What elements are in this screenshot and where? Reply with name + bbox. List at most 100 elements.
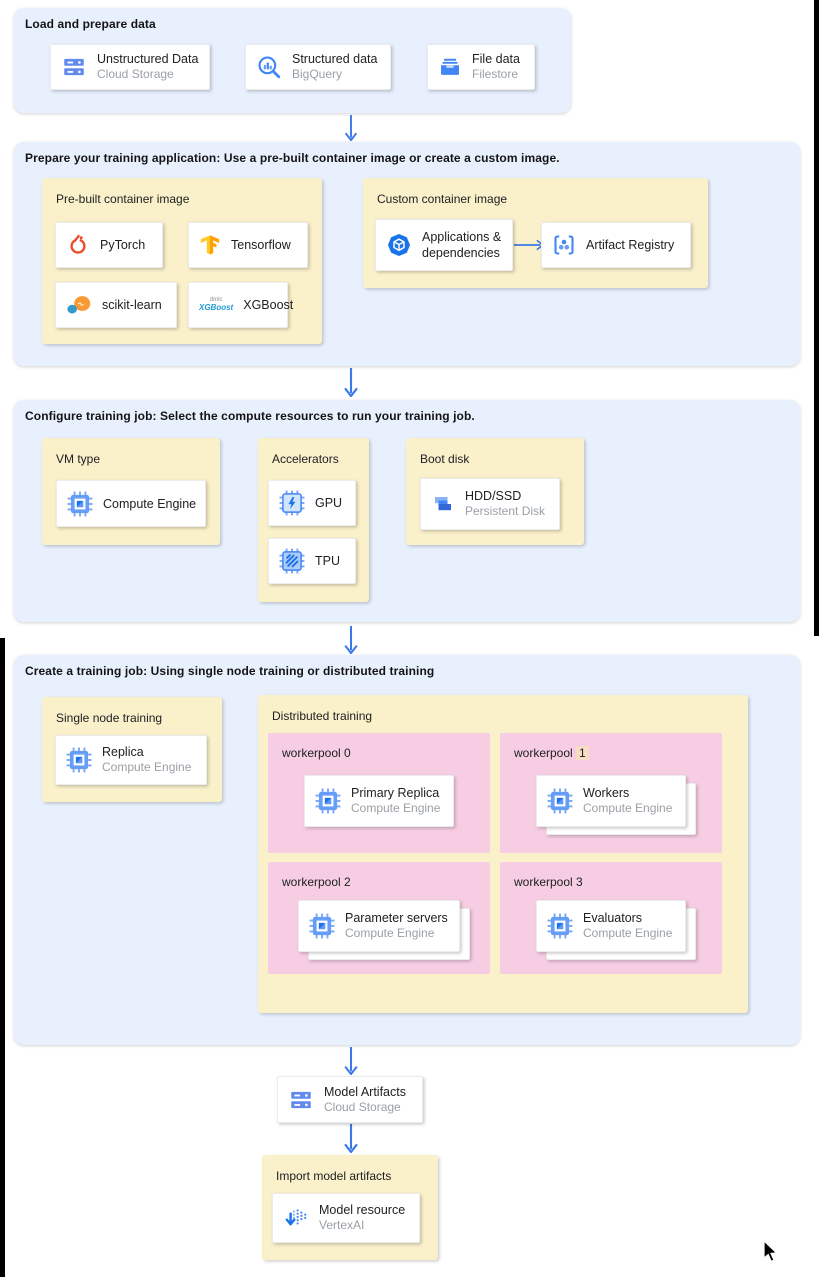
- workerpool-1-label-prefix: workerpool: [514, 746, 573, 760]
- compute-engine-icon: [547, 788, 573, 814]
- compute-engine-icon: [66, 747, 92, 773]
- workerpool-0: workerpool 0 Primary Replica Compute Eng…: [268, 733, 490, 853]
- load-section: Load and prepare data Unstructured Data …: [14, 8, 571, 113]
- flow-arrow-down-icon: [341, 626, 361, 654]
- tpu-card: TPU: [268, 538, 356, 584]
- create-section: Create a training job: Using single node…: [14, 655, 800, 1045]
- bigquery-icon: [256, 54, 282, 80]
- boot-disk-title: Boot disk: [420, 452, 470, 466]
- card-title: Evaluators: [583, 911, 643, 926]
- compute-engine-icon: [67, 491, 93, 517]
- tensorflow-icon: [199, 234, 221, 256]
- card-title: Model Artifacts: [324, 1084, 406, 1099]
- card-subtitle: Filestore: [472, 67, 519, 82]
- tpu-icon: [279, 548, 305, 574]
- flow-arrow-down-icon: [341, 1047, 361, 1075]
- boot-disk-group: Boot disk HDD/SSD Persistent Disk: [406, 438, 584, 545]
- prepare-section-title: Prepare your training application: Use a…: [25, 151, 560, 165]
- hdd-ssd-card: HDD/SSD Persistent Disk: [420, 478, 560, 530]
- card-title: Model resource: [319, 1203, 406, 1218]
- single-node-group: Single node training Replica Compute Eng…: [42, 697, 222, 802]
- replica-card: Replica Compute Engine: [55, 735, 207, 785]
- compute-engine-card: Compute Engine: [56, 480, 206, 527]
- applications-dependencies-icon: [386, 232, 412, 258]
- card-subtitle: Compute Engine: [102, 760, 192, 775]
- xgboost-logo-main: XGBoost: [199, 302, 234, 312]
- pytorch-icon: [66, 233, 90, 257]
- workerpool-3: workerpool 3 Evaluators Compute Engine: [500, 862, 722, 974]
- file-data-card: File data Filestore: [427, 44, 535, 90]
- workerpool-1: workerpool 1 Workers Compute Engine: [500, 733, 722, 853]
- card-title: PyTorch: [100, 238, 146, 252]
- compute-engine-icon: [547, 913, 573, 939]
- card-subtitle: Cloud Storage: [324, 1099, 401, 1114]
- card-title: Workers: [583, 786, 630, 801]
- vm-type-group: VM type Compute Engine: [42, 438, 220, 545]
- prebuilt-container-group: Pre-built container image PyTorch Tensor…: [42, 178, 322, 344]
- workerpool-1-label: workerpool 1: [514, 746, 589, 760]
- compute-engine-icon: [309, 913, 335, 939]
- card-subtitle: Compute Engine: [351, 801, 441, 816]
- card-subtitle: Compute Engine: [583, 801, 673, 816]
- card-title: Replica: [102, 745, 144, 760]
- model-resource-card: Model resource VertexAI: [272, 1193, 420, 1243]
- card-subtitle: BigQuery: [292, 67, 343, 82]
- configure-section-title: Configure training job: Select the compu…: [25, 409, 475, 423]
- parameter-servers-card: Parameter servers Compute Engine: [298, 900, 460, 952]
- cloud-storage-icon: [61, 54, 87, 80]
- xgboost-logo: dmlc XGBoost: [199, 297, 233, 312]
- card-subtitle: VertexAI: [319, 1218, 365, 1233]
- compute-engine-icon: [315, 788, 341, 814]
- xgboost-logo-top: dmlc: [209, 297, 223, 304]
- card-title: scikit-learn: [102, 298, 162, 312]
- single-node-title: Single node training: [56, 711, 163, 725]
- mouse-cursor-icon: [762, 1240, 780, 1264]
- create-section-title: Create a training job: Using single node…: [25, 664, 435, 678]
- unstructured-data-card: Unstructured Data Cloud Storage: [50, 44, 210, 90]
- custom-container-group: Custom container image Applications & de…: [363, 178, 708, 288]
- import-model-group: Import model artifacts Model resource Ve…: [262, 1155, 438, 1260]
- flow-arrow-down-icon: [341, 1124, 361, 1153]
- card-title: XGBoost: [243, 298, 294, 312]
- flow-arrow-right-icon: [514, 237, 544, 253]
- artifact-registry-card: Artifact Registry: [541, 222, 691, 268]
- workerpool-2: workerpool 2 Parameter servers Compute E…: [268, 862, 490, 974]
- accelerators-group: Accelerators GPU TPU: [258, 438, 369, 602]
- applications-dependencies-card: Applications & dependencies: [375, 219, 513, 271]
- evaluators-card: Evaluators Compute Engine: [536, 900, 686, 952]
- workerpool-3-label: workerpool 3: [514, 875, 583, 889]
- card-title: HDD/SSD: [465, 489, 522, 504]
- import-model-title: Import model artifacts: [276, 1169, 392, 1183]
- prepare-section: Prepare your training application: Use a…: [14, 142, 800, 366]
- card-subtitle: Cloud Storage: [97, 67, 174, 82]
- workers-card: Workers Compute Engine: [536, 775, 686, 827]
- card-subtitle: Persistent Disk: [465, 504, 546, 519]
- persistent-disk-icon: [431, 492, 455, 516]
- card-subtitle: Compute Engine: [583, 926, 673, 941]
- prebuilt-group-title: Pre-built container image: [56, 192, 190, 206]
- workerpool-0-label: workerpool 0: [282, 746, 351, 760]
- card-title: Parameter servers: [345, 911, 448, 926]
- configure-section: Configure training job: Select the compu…: [14, 400, 800, 622]
- gpu-icon: [279, 490, 305, 516]
- card-title: GPU: [315, 496, 343, 510]
- workerpool-2-label: workerpool 2: [282, 875, 351, 889]
- artifact-registry-icon: [552, 233, 576, 257]
- vertex-ai-icon: [283, 1205, 309, 1231]
- card-title: Artifact Registry: [586, 238, 675, 252]
- primary-replica-card: Primary Replica Compute Engine: [304, 775, 454, 827]
- card-title-line2: dependencies: [422, 246, 500, 260]
- flow-arrow-down-icon: [341, 368, 361, 397]
- cloud-storage-icon: [288, 1087, 314, 1113]
- custom-group-title: Custom container image: [377, 192, 508, 206]
- distributed-group: Distributed training workerpool 0 Primar…: [258, 695, 748, 1013]
- scikit-learn-icon: [66, 292, 92, 318]
- distributed-title: Distributed training: [272, 709, 373, 723]
- gpu-card: GPU: [268, 480, 356, 526]
- workerpool-1-label-num: 1: [576, 746, 589, 760]
- filestore-icon: [438, 55, 462, 79]
- page-edge-left: [0, 638, 5, 1277]
- tensorflow-card: Tensorflow: [188, 222, 308, 268]
- vm-type-title: VM type: [56, 452, 101, 466]
- card-title: File data: [472, 52, 520, 67]
